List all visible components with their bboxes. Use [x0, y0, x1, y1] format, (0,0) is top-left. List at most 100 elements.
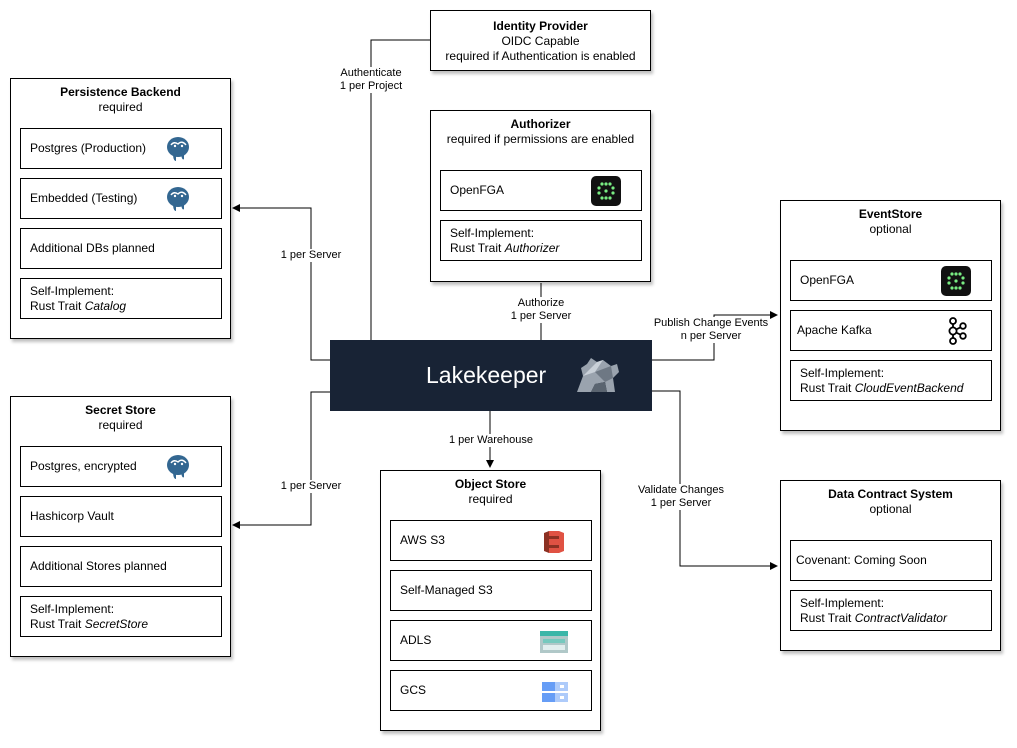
data-contract-item-covenant: Covenant: Coming Soon	[790, 540, 992, 581]
persistence-item-additional: Additional DBs planned	[20, 228, 222, 269]
authorizer-subtitle: required if permissions are enabled	[446, 132, 635, 146]
authorizer-title: Authorizer	[510, 117, 571, 131]
edge-label-line: Authorize	[517, 297, 565, 309]
object-store-subtitle: required	[468, 492, 513, 506]
eventstore-title: EventStore	[858, 207, 923, 221]
secret-store-item-label: Postgres, encrypted	[30, 459, 137, 473]
eventstore-item-label: Apache Kafka	[797, 323, 872, 337]
persistence-item-label: Postgres (Production)	[30, 141, 147, 155]
edge-label-line: 1 per Project	[339, 80, 403, 92]
eventstore-self-implement: Self-Implement: Rust Trait CloudEventBac…	[790, 360, 992, 401]
persistence-item-label: Additional DBs planned	[30, 241, 155, 255]
data-contract-group: Data Contract System optional Covenant: …	[780, 480, 1001, 651]
rust-trait-prefix: Rust Trait	[30, 299, 85, 313]
eventstore-item-label: OpenFGA	[800, 273, 855, 287]
rust-trait-prefix: Rust Trait	[450, 241, 505, 255]
rust-trait-name: Catalog	[84, 299, 127, 313]
authorizer-self-implement: Self-Implement: Rust Trait Authorizer	[440, 220, 642, 261]
edge-persistence	[232, 204, 330, 361]
edge-validate	[652, 390, 778, 570]
persistence-item-embedded: Embedded (Testing)	[20, 178, 222, 219]
object-store-item-self-managed-s3: Self-Managed S3	[390, 570, 592, 611]
edge-label-authorize: Authorize 1 per Server	[506, 297, 576, 323]
persistence-item-label: Embedded (Testing)	[30, 191, 138, 205]
object-store-item-label: AWS S3	[400, 533, 445, 547]
edge-label-line: 1 per Warehouse	[449, 434, 533, 446]
openfga-icon	[591, 176, 621, 206]
identity-provider-line1: OIDC Capable	[501, 34, 580, 48]
self-implement-label: Self-Implement:	[800, 596, 885, 610]
authorizer-group: Authorizer required if permissions are e…	[430, 110, 651, 282]
gcs-icon	[542, 682, 568, 702]
lakekeeper-label: Lakekeeper	[426, 362, 547, 388]
edge-authenticate	[370, 39, 430, 340]
adls-icon	[540, 631, 568, 653]
secret-store-subtitle: required	[98, 418, 143, 432]
persistence-subtitle: required	[98, 100, 143, 114]
edge-label-line: Authenticate	[340, 67, 402, 79]
rust-trait-name: Authorizer	[504, 241, 560, 255]
eventstore-subtitle: optional	[869, 222, 912, 236]
rust-trait-name: ContractValidator	[854, 611, 947, 625]
authorizer-item-openfga: OpenFGA	[440, 170, 642, 211]
rust-trait-prefix: Rust Trait	[800, 381, 855, 395]
edge-label-line: Validate Changes	[637, 484, 725, 496]
data-contract-subtitle: optional	[869, 502, 912, 516]
data-contract-item-label: Covenant: Coming Soon	[796, 553, 927, 567]
edge-label-authenticate: Authenticate 1 per Project	[338, 67, 404, 93]
data-contract-self-implement: Self-Implement: Rust Trait ContractValid…	[790, 590, 992, 631]
secret-store-item-additional: Additional Stores planned	[20, 546, 222, 587]
eventstore-group: EventStore optional OpenFGA Apache Kafka	[780, 200, 1001, 431]
identity-provider-box: Identity Provider OIDC Capable required …	[430, 10, 651, 71]
edge-label-secret-store: 1 per Server	[279, 480, 343, 493]
rust-trait-prefix: Rust Trait	[30, 617, 85, 631]
persistence-title: Persistence Backend	[60, 85, 181, 99]
object-store-title: Object Store	[454, 477, 527, 491]
secret-store-item-label: Hashicorp Vault	[30, 509, 114, 523]
edge-label-line: 1 per Server	[510, 310, 572, 322]
self-implement-label: Self-Implement:	[30, 602, 115, 616]
edge-label-warehouse: 1 per Warehouse	[447, 434, 535, 447]
secret-store-self-implement: Self-Implement: Rust Trait SecretStore	[20, 596, 222, 637]
secret-store-group: Secret Store required Postgres, encrypte…	[10, 396, 231, 657]
object-store-item-aws-s3: AWS S3	[390, 520, 592, 561]
edge-label-line: Publish Change Events	[653, 317, 769, 329]
secret-store-item-label: Additional Stores planned	[30, 559, 167, 573]
rust-trait-name: CloudEventBackend	[854, 381, 964, 395]
rust-trait-name: SecretStore	[84, 617, 149, 631]
self-implement-label: Self-Implement:	[450, 226, 535, 240]
persistence-self-implement: Self-Implement: Rust Trait Catalog	[20, 278, 222, 319]
persistence-backend-group: Persistence Backend required Postgres (P…	[10, 78, 231, 339]
object-store-item-adls: ADLS	[390, 620, 592, 661]
edge-label-validate: Validate Changes 1 per Server	[636, 484, 726, 510]
object-store-item-gcs: GCS	[390, 670, 592, 711]
lakekeeper-node: Lakekeeper	[330, 340, 652, 411]
secret-store-item-postgres: Postgres, encrypted	[20, 446, 222, 487]
object-store-item-label: ADLS	[400, 633, 432, 647]
authorizer-item-label: OpenFGA	[450, 183, 505, 197]
edge-label-persistence: 1 per Server	[279, 249, 343, 262]
edge-label-line: n per Server	[680, 330, 742, 342]
identity-provider-title: Identity Provider	[493, 19, 588, 33]
postgres-elephant-icon	[167, 187, 189, 211]
rust-trait-prefix: Rust Trait	[800, 611, 855, 625]
persistence-item-postgres: Postgres (Production)	[20, 128, 222, 169]
self-implement-label: Self-Implement:	[30, 284, 115, 298]
aws-s3-icon	[544, 531, 564, 553]
data-contract-title: Data Contract System	[828, 487, 953, 501]
secret-store-title: Secret Store	[85, 403, 156, 417]
edge-label-line: 1 per Server	[280, 249, 342, 261]
edge-label-line: 1 per Server	[650, 497, 712, 509]
identity-provider-line2: required if Authentication is enabled	[445, 49, 636, 63]
object-store-item-label: Self-Managed S3	[400, 583, 493, 597]
lakekeeper-bear-icon	[577, 358, 619, 392]
object-store-item-label: GCS	[400, 683, 427, 697]
edge-label-line: 1 per Server	[280, 480, 342, 492]
eventstore-item-openfga: OpenFGA	[790, 260, 992, 301]
object-store-group: Object Store required AWS S3 Self-Manage…	[380, 470, 601, 731]
secret-store-item-vault: Hashicorp Vault	[20, 496, 222, 537]
postgres-elephant-icon	[167, 455, 189, 479]
openfga-icon	[941, 266, 971, 296]
edge-secret-store	[232, 391, 330, 529]
